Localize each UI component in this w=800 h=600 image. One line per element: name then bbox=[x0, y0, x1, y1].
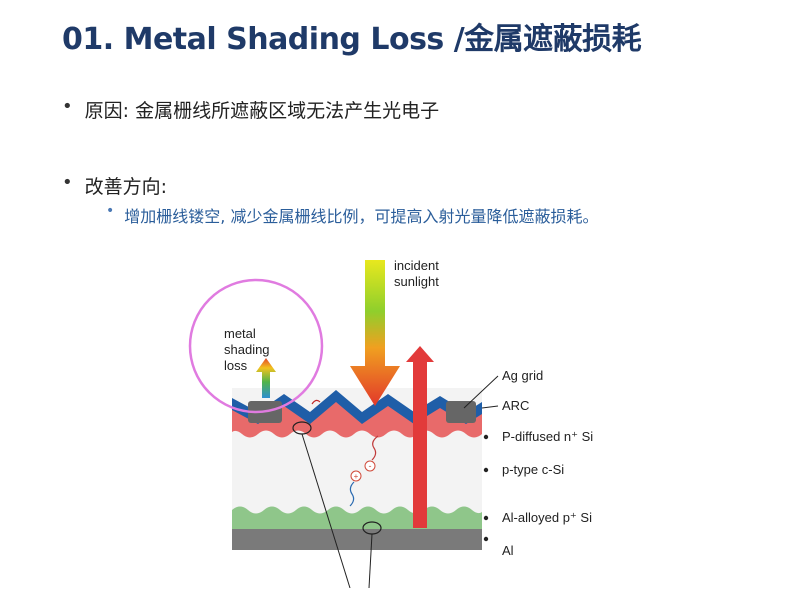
al-marker bbox=[483, 536, 489, 542]
solar-cell-diagram: incident sunlight metal shading loss + -… bbox=[188, 258, 593, 588]
sub-bullet-solution: • 增加栅线镂空, 减少金属栅线比例，可提高入射光量降低遮蔽损耗。 bbox=[106, 203, 598, 227]
incident-label-line1: incident bbox=[394, 258, 439, 273]
loss-label-line3: loss bbox=[224, 358, 248, 373]
shading-loss-arrow bbox=[256, 358, 276, 398]
carrier-path-hole bbox=[349, 481, 355, 507]
hole-charge-sign: + bbox=[354, 472, 359, 481]
shading-loss-highlight-circle bbox=[188, 278, 324, 414]
electron-charge bbox=[364, 460, 376, 472]
incident-label-line2: sunlight bbox=[394, 274, 439, 289]
al-alloyed-marker bbox=[483, 515, 489, 521]
al-label: Al bbox=[502, 543, 514, 558]
carrier-path-electron bbox=[371, 435, 379, 461]
p-type-label: p-type c-Si bbox=[502, 462, 564, 477]
sub-bullet-dot: • bbox=[106, 203, 115, 219]
al-back-contact bbox=[232, 529, 482, 550]
p-type-marker bbox=[483, 467, 489, 473]
arc-label: ARC bbox=[502, 398, 529, 413]
slide-title: 01. Metal Shading Loss /金属遮蔽损耗 bbox=[62, 22, 642, 57]
bullet-cause-text: 原因: 金属栅线所遮蔽区域无法产生光电子 bbox=[84, 100, 440, 122]
junction-pointer-line-2 bbox=[368, 533, 373, 588]
bullet-dot: • bbox=[62, 172, 73, 193]
bullet-cause: • 原因: 金属栅线所遮蔽区域无法产生光电子 bbox=[62, 96, 439, 123]
al-alloyed-label: Al-alloyed p⁺ Si bbox=[502, 510, 592, 525]
electron-charge-sign: - bbox=[369, 461, 372, 471]
loss-label-line2: shading bbox=[224, 342, 270, 357]
junction-pointer-line-1 bbox=[301, 433, 351, 588]
loss-label-line1: metal bbox=[224, 326, 256, 341]
reflected-light-arrow bbox=[406, 346, 434, 528]
ag-grid-right bbox=[446, 401, 476, 423]
n-layer-marker bbox=[483, 434, 489, 440]
generation-squiggle bbox=[311, 399, 321, 405]
p-diffused-label: P-diffused n⁺ Si bbox=[502, 429, 593, 444]
hole-charge bbox=[350, 470, 362, 482]
bullet-improvement-text: 改善方向: bbox=[84, 176, 168, 198]
ag-grid-label: Ag grid bbox=[502, 368, 543, 383]
ag-grid-pointer bbox=[463, 375, 499, 409]
bullet-dot: • bbox=[62, 96, 73, 117]
arc-pointer bbox=[481, 405, 499, 409]
incident-sunlight-arrow bbox=[350, 260, 400, 406]
sub-bullet-solution-text: 增加栅线镂空, 减少金属栅线比例，可提高入射光量降低遮蔽损耗。 bbox=[124, 207, 599, 226]
bullet-improvement: • 改善方向: bbox=[62, 172, 167, 199]
